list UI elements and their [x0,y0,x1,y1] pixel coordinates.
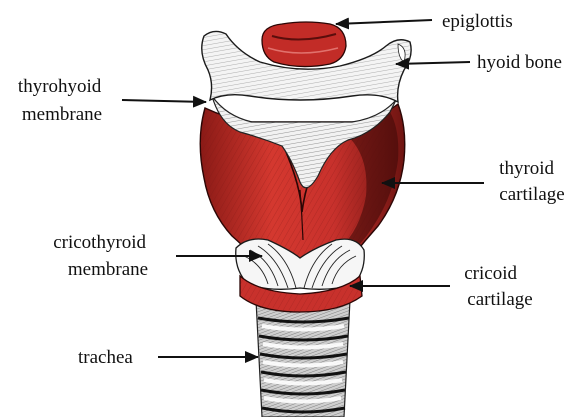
label-cricoid-cartilage-line2: cartilage [467,289,532,310]
label-cricothyroid-membrane: cricothyroid membrane [53,232,151,280]
label-thyroid-cartilage: thyroid cartilage [499,158,565,205]
trachea-structure [256,300,350,417]
label-trachea: trachea [78,347,133,368]
epiglottis-shape [262,22,346,67]
label-cricoid-cartilage: cricoid cartilage [464,263,532,310]
arrow-epiglottis [336,20,432,24]
label-cricothyroid-membrane-line1: cricothyroid [53,232,146,253]
label-epiglottis: epiglottis [442,11,513,32]
label-cricoid-cartilage-line1: cricoid [464,263,517,284]
label-thyrohyoid-membrane: thyrohyoid membrane [18,76,106,125]
label-hyoid-bone: hyoid bone [477,52,562,73]
arrow-thyrohyoid-membrane [122,100,206,102]
label-thyrohyoid-membrane-line2: membrane [22,104,102,125]
label-cricothyroid-membrane-line2: membrane [68,259,148,280]
label-thyroid-cartilage-line2: cartilage [499,184,564,205]
label-thyroid-cartilage-line1: thyroid [499,158,554,179]
label-thyrohyoid-membrane-line1: thyrohyoid [18,76,102,97]
